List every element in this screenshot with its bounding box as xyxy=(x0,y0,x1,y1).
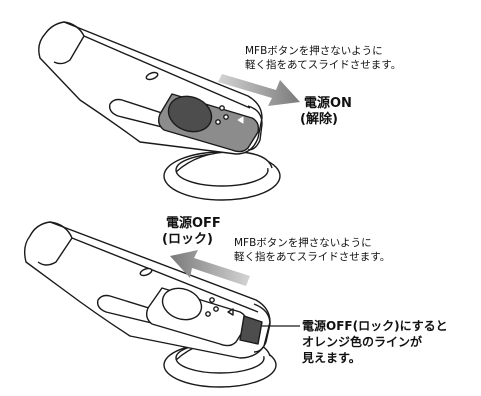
top-instruction-line-2: 軽く指をあてスライドさせます。 xyxy=(245,59,402,71)
bottom-callout: 電源OFF(ロック)にすると オレンジ色のラインが 見えます。 xyxy=(302,318,448,366)
top-slide-switch xyxy=(157,93,260,153)
bottom-state-title: 電源OFF xyxy=(166,216,221,231)
callout-line-1: 電源OFF(ロック)にすると xyxy=(302,319,448,333)
top-instruction-line-1: MFBボタンを押さないように xyxy=(245,45,383,57)
bottom-instruction-line-2: 軽く指をあてスライドさせます。 xyxy=(234,251,391,263)
bottom-state-label: 電源OFF (ロック) xyxy=(162,216,221,248)
bottom-instruction: MFBボタンを押さないように 軽く指をあてスライドさせます。 xyxy=(234,236,390,264)
top-state-label: 電源ON (解除) xyxy=(300,96,352,128)
top-headset xyxy=(38,21,281,201)
callout-line-2: オレンジ色のラインが xyxy=(302,335,423,349)
bottom-headset xyxy=(23,221,277,388)
bottom-slide-arrow xyxy=(170,250,250,286)
bottom-state-sub: (ロック) xyxy=(162,232,213,247)
top-instruction: MFBボタンを押さないように 軽く指をあてスライドさせます。 xyxy=(245,44,401,72)
callout-line-3: 見えます。 xyxy=(302,351,361,365)
orange-line-indicator xyxy=(239,315,263,345)
bottom-instruction-line-1: MFBボタンを押さないように xyxy=(234,237,372,249)
top-slide-arrow xyxy=(218,74,300,106)
top-state-sub: (解除) xyxy=(300,112,338,127)
top-earpiece xyxy=(163,151,281,201)
top-state-title: 電源ON xyxy=(304,96,352,111)
